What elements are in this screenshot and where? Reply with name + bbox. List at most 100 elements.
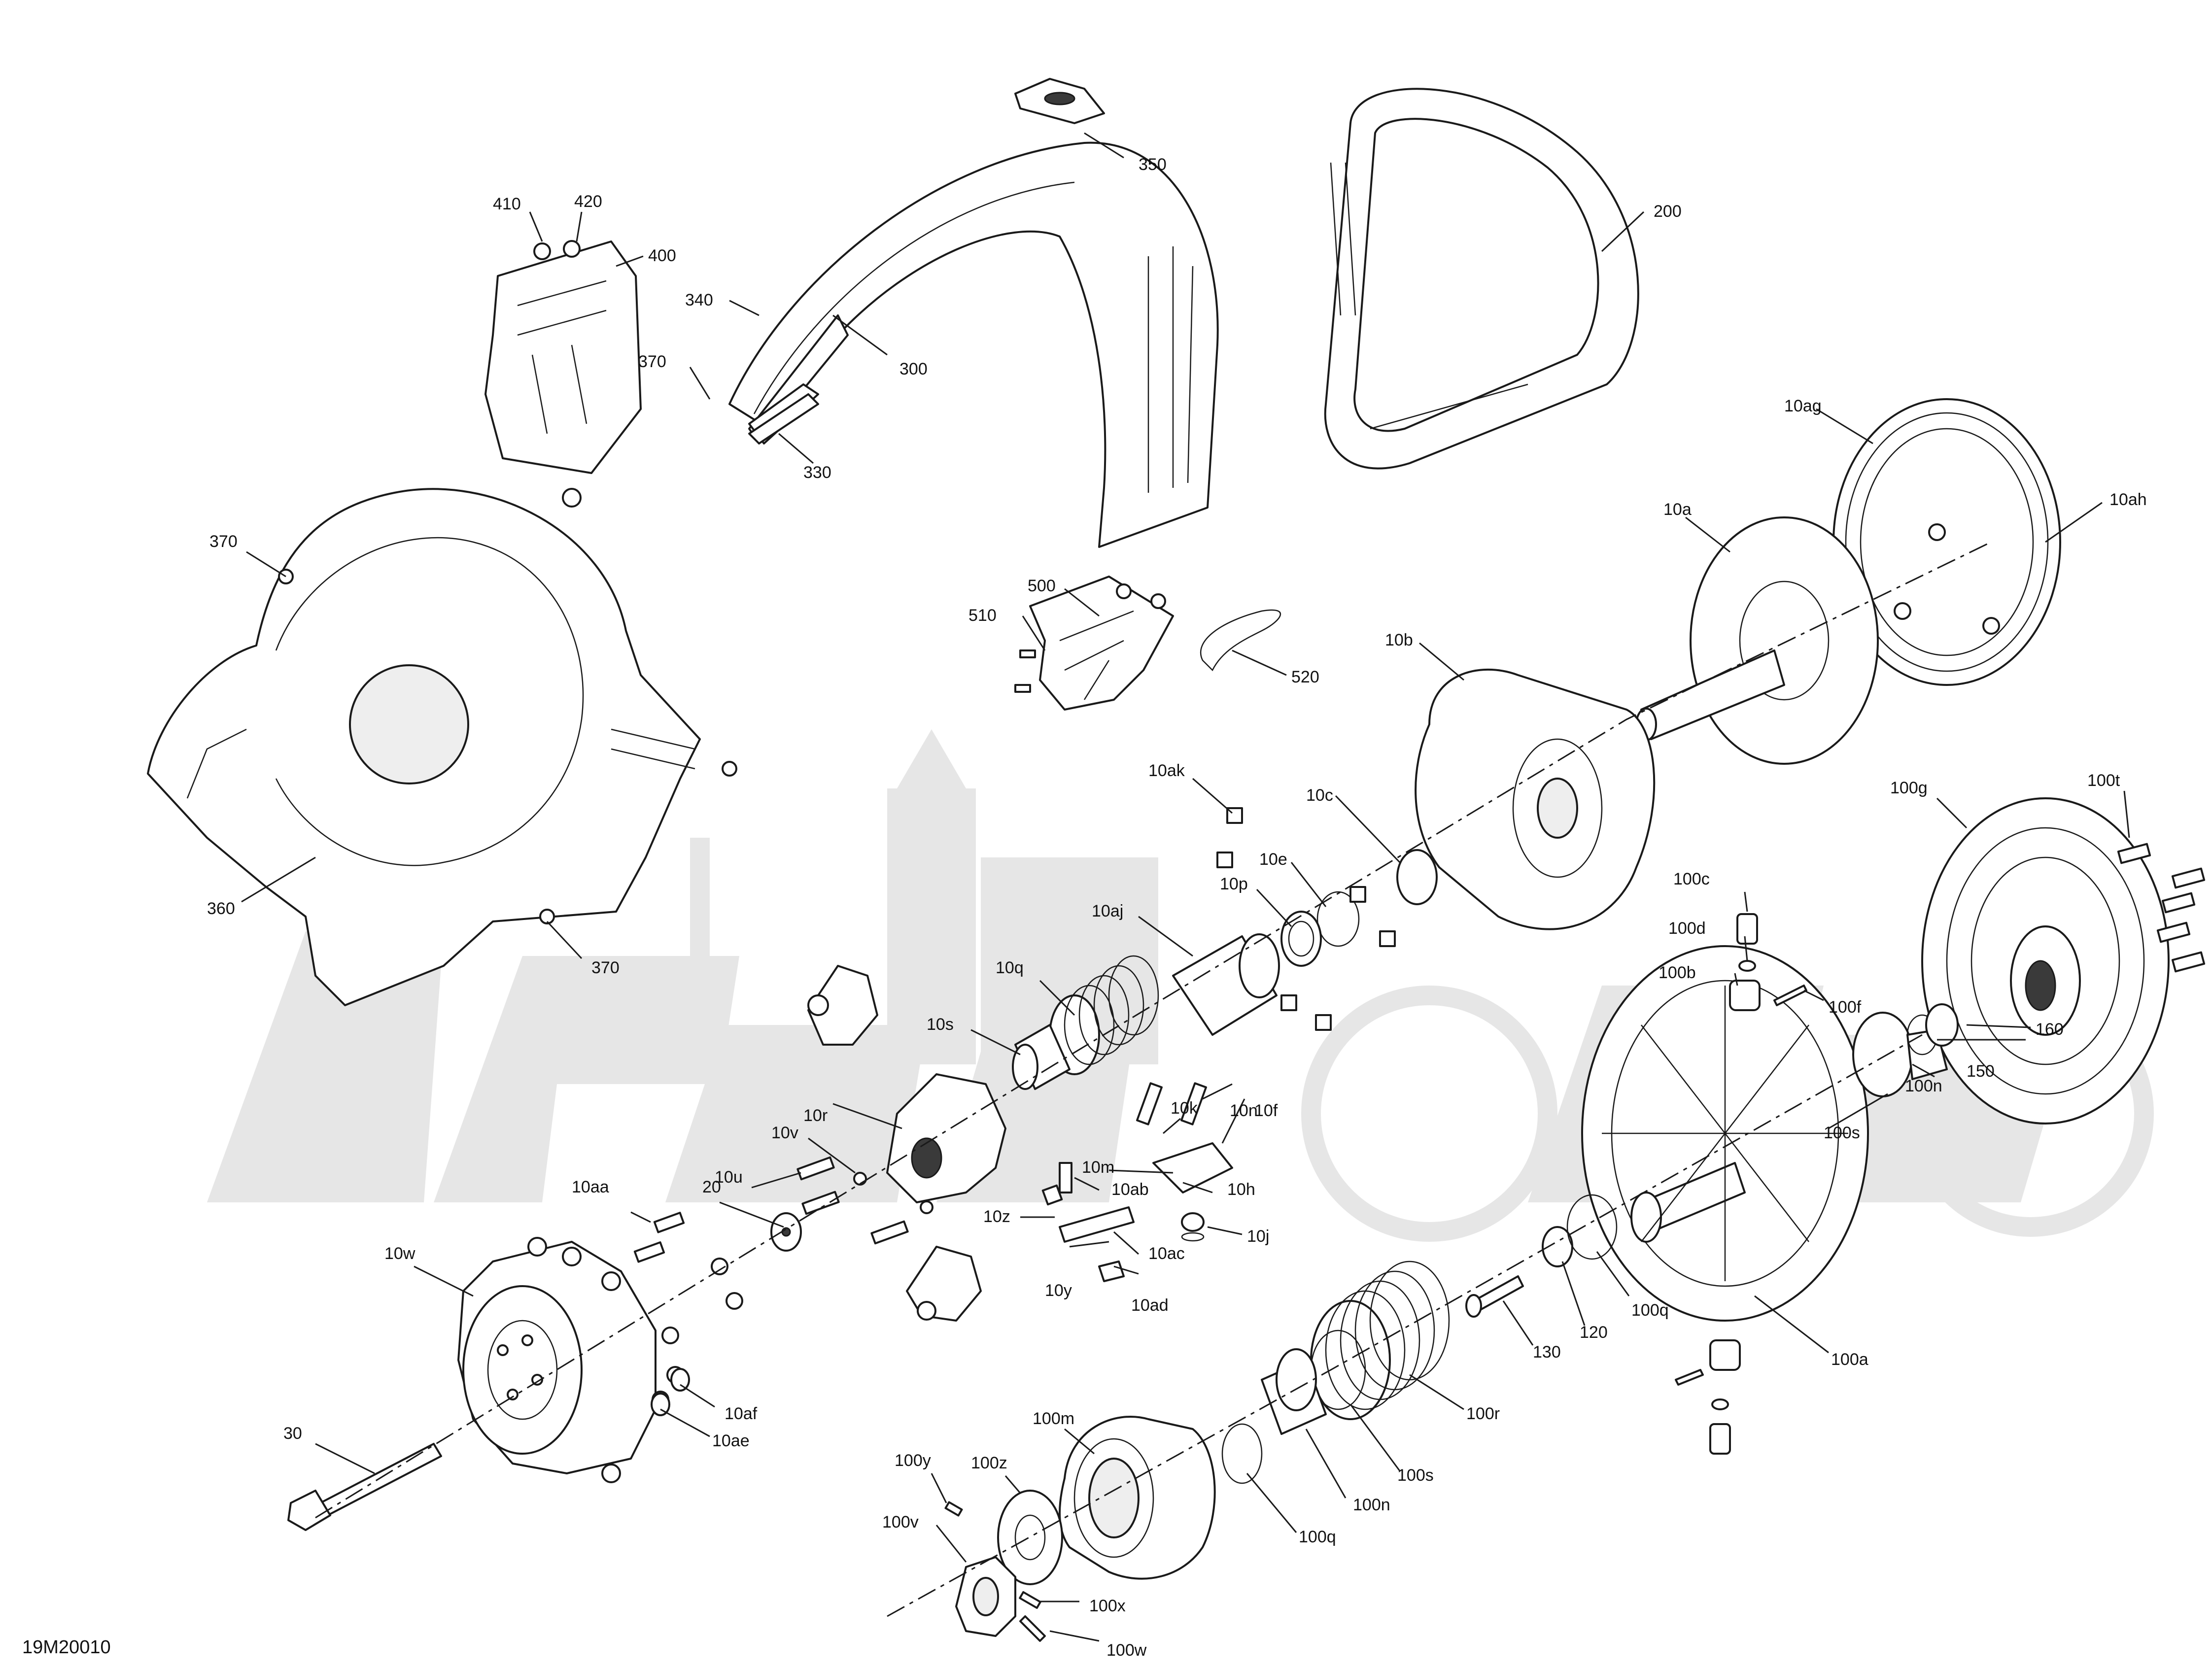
bracket-500	[1014, 576, 1174, 711]
callout-label: 10ac	[1148, 1244, 1185, 1263]
callout-label: 10c	[1306, 786, 1333, 805]
callout-label: 100d	[1668, 919, 1706, 938]
callout-label: 100v	[882, 1513, 919, 1532]
callout-label: 150	[1967, 1062, 1995, 1081]
spider-10r	[886, 1073, 1006, 1203]
small-hardware	[633, 807, 1396, 1282]
diagram-code: 19M20010	[22, 1637, 111, 1658]
callout-label: 100s	[1397, 1466, 1434, 1485]
nut-100v	[955, 1556, 1016, 1637]
washer-120-ring-100q	[1542, 1194, 1618, 1267]
callout-label: 400	[648, 246, 676, 265]
callout-label: 520	[1291, 668, 1319, 686]
bolt-130	[1465, 1275, 1524, 1318]
callout-label: 410	[493, 195, 521, 213]
driven-sheave-100g	[1921, 797, 2170, 1124]
cam-100m	[1059, 1416, 1216, 1580]
fixed-sheave-10a	[1635, 516, 1879, 765]
belt-guard-300	[728, 141, 1219, 548]
callout-label: 160	[2036, 1020, 2064, 1039]
strip-330	[748, 393, 819, 444]
callout-label: 10ad	[1131, 1296, 1169, 1315]
bracket-plate-400	[484, 240, 642, 508]
callout-label: 10q	[996, 958, 1024, 977]
callout-label: 10aj	[1092, 902, 1123, 920]
callout-label: 10n	[1230, 1101, 1258, 1120]
callout-label: 10k	[1171, 1099, 1198, 1118]
callout-label: 100g	[1890, 779, 1928, 797]
callout-label: 10h	[1227, 1180, 1255, 1199]
callout-label: 340	[685, 291, 713, 309]
callout-label: 10s	[927, 1015, 954, 1034]
callout-label: 10a	[1663, 500, 1692, 519]
bolt-30	[287, 1443, 442, 1531]
callout-label: 10ag	[1784, 397, 1822, 415]
callout-label: 10u	[715, 1168, 743, 1187]
callout-label: 10ak	[1148, 761, 1185, 780]
callout-label: 10m	[1082, 1158, 1114, 1177]
callout-label: 10w	[384, 1244, 415, 1263]
callout-label: 100t	[2087, 771, 2120, 790]
arm-bottom	[906, 1246, 982, 1322]
driven-pulley-100a	[1581, 945, 1869, 1322]
callout-label: 10f	[1254, 1101, 1278, 1120]
callout-label: 10ah	[2109, 490, 2147, 509]
callout-label: 10ab	[1111, 1180, 1149, 1199]
callout-label: 200	[1654, 202, 1682, 221]
housing-360	[147, 488, 737, 1006]
callout-label: 100n	[1353, 1496, 1390, 1514]
callout-label: 100n	[1905, 1077, 1942, 1095]
callout-label: 120	[1580, 1323, 1608, 1342]
drive-belt-200	[1324, 88, 1639, 470]
callout-label: 10aa	[572, 1178, 609, 1196]
sleeve-10aj	[1172, 933, 1280, 1036]
callout-label: 100q	[1631, 1301, 1669, 1320]
callout-label: 420	[574, 192, 602, 211]
callout-label: 360	[207, 899, 235, 918]
roller-100b-100c-100d-100f	[1675, 913, 1807, 1455]
callout-label: 100r	[1466, 1404, 1500, 1423]
callout-label: 10b	[1385, 631, 1413, 649]
callout-label: 370	[591, 958, 620, 977]
callout-label: 370	[209, 532, 238, 551]
pins-100y-100x-100w	[944, 1501, 1046, 1642]
callout-label: 100y	[895, 1451, 931, 1470]
rings-lower	[1221, 1329, 1366, 1484]
callout-label: 10af	[725, 1404, 758, 1423]
callout-label: 30	[283, 1424, 302, 1443]
callout-label: 100a	[1831, 1350, 1868, 1369]
rings-10af-10ae	[651, 1368, 690, 1416]
callout-label: 10r	[803, 1106, 828, 1125]
callout-label: 500	[1028, 577, 1056, 595]
callout-label: 100c	[1673, 870, 1710, 888]
callout-label: 10j	[1247, 1227, 1269, 1246]
callout-label: 10z	[983, 1207, 1010, 1226]
hub-assembly-10w	[457, 1237, 743, 1483]
bushing-10s	[1012, 1024, 1071, 1090]
callout-label: 10p	[1220, 875, 1248, 893]
callout-label: 10y	[1045, 1281, 1072, 1300]
callout-label: 100f	[1829, 998, 1862, 1017]
callout-label: 100b	[1659, 963, 1696, 982]
bolts-100t	[2117, 843, 2206, 973]
washer-20	[770, 1212, 802, 1252]
callout-label: 100m	[1033, 1409, 1074, 1428]
callout-label: 10ae	[712, 1431, 750, 1450]
callout-label: 130	[1533, 1343, 1561, 1362]
arm-top	[807, 965, 878, 1046]
callout-label: 300	[899, 360, 928, 378]
washer-100z	[997, 1490, 1063, 1585]
callout-label: 370	[638, 352, 666, 371]
spring-clip-520	[1200, 609, 1281, 672]
callout-label: 20	[702, 1178, 721, 1196]
callout-label: 350	[1139, 155, 1167, 174]
movable-sheave-10b	[1415, 668, 1656, 930]
callout-label: 100x	[1089, 1597, 1126, 1615]
assembly-axes	[315, 541, 1992, 1617]
callout-label: 510	[968, 606, 997, 625]
callout-label: 10e	[1259, 850, 1287, 869]
spring-100r	[1310, 1260, 1450, 1420]
callout-label: 330	[803, 463, 831, 482]
callout-label: 100z	[971, 1454, 1007, 1472]
